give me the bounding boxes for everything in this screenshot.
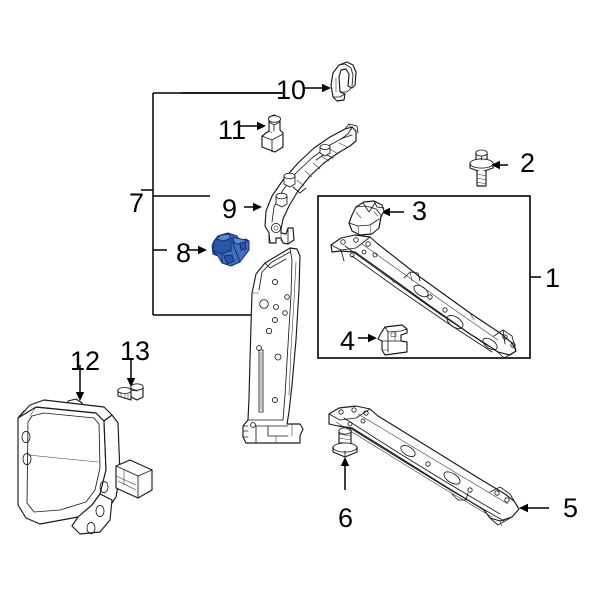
leader-12	[75, 365, 85, 401]
part-3-lower-support-bracket-upper	[348, 200, 385, 236]
part-8-headlamp-mounting-bracket	[211, 232, 250, 267]
leader-13	[126, 358, 136, 387]
leader-9	[244, 202, 262, 212]
callout-number-12[interactable]: 12	[70, 346, 101, 376]
callout-number-8[interactable]: 8	[176, 238, 192, 268]
part-12-radar-sensor	[17, 398, 153, 535]
callout-number-11[interactable]: 11	[218, 115, 247, 145]
leader-3	[381, 207, 404, 217]
callout-number-7[interactable]: 7	[129, 188, 145, 218]
callout-number-3[interactable]: 3	[412, 196, 428, 226]
leader-2	[491, 160, 508, 170]
leader-5	[519, 503, 549, 513]
part-7-side-support-panel	[242, 247, 304, 444]
callout-number-9[interactable]: 9	[222, 194, 238, 224]
part-2-flange-bolt	[469, 149, 494, 187]
part-5-radiator-support-upper-tie-bar	[328, 405, 520, 527]
part-1-radiator-support-lower-beam	[330, 234, 517, 359]
leader-11	[240, 121, 266, 131]
part-9-upper-side-rail-support	[264, 123, 359, 245]
part-11-rubber-stopper	[261, 114, 284, 153]
callout-number-2[interactable]: 2	[520, 148, 536, 178]
leader-4	[358, 333, 377, 343]
part-10-hood-latch-clip	[330, 61, 357, 102]
leader-6	[340, 457, 350, 490]
callout-number-1[interactable]: 1	[545, 263, 561, 293]
callout-number-4[interactable]: 4	[340, 326, 356, 356]
callout-number-6[interactable]: 6	[338, 503, 354, 533]
leader-10	[181, 83, 331, 94]
callout-number-10[interactable]: 10	[276, 75, 307, 105]
callout-number-13[interactable]: 13	[120, 336, 151, 366]
callout-number-5[interactable]: 5	[563, 493, 579, 523]
leader-8	[189, 245, 207, 255]
part-13-radar-sensor-bolt	[117, 383, 144, 401]
part-4-lower-support-bracket-lower	[377, 324, 408, 356]
part-6-tie-bar-bolt	[332, 427, 358, 458]
